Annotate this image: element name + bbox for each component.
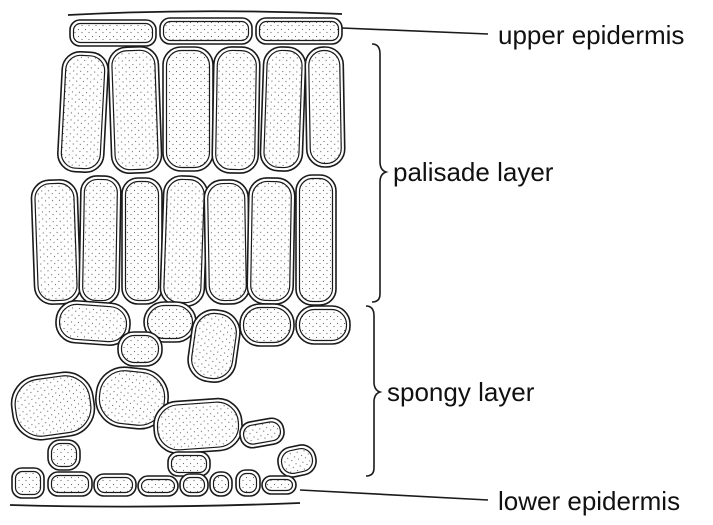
palisade-cell xyxy=(212,47,260,174)
lower-epidermis-cell xyxy=(262,476,296,494)
upper-epidermis-cells xyxy=(70,18,342,46)
spongy-cells xyxy=(8,299,350,479)
spongy-bracket xyxy=(366,306,380,476)
spongy-cell xyxy=(8,369,98,444)
lower-epidermis-cell xyxy=(94,474,136,496)
spongy-cell xyxy=(275,442,318,479)
lower-epidermis-cell xyxy=(138,476,178,496)
palisade-cell xyxy=(108,46,162,174)
upper-epidermis-cell xyxy=(70,20,156,46)
palisade-cell xyxy=(204,180,250,305)
upper-epidermis-leader-line xyxy=(342,28,488,34)
spongy-layer-label: spongy layer xyxy=(387,377,535,407)
spongy-cell xyxy=(238,416,286,449)
lower-epidermis-cells xyxy=(12,468,296,498)
palisade-cell xyxy=(31,179,81,305)
palisade-cell xyxy=(247,178,295,305)
palisade-cell xyxy=(57,51,109,173)
upper-epidermis-cell xyxy=(160,18,252,44)
palisade-cells xyxy=(31,46,345,307)
spongy-cell xyxy=(240,304,294,346)
palisade-cell xyxy=(305,47,345,168)
palisade-layer-label: palisade layer xyxy=(393,157,554,187)
lower-epidermis-cell xyxy=(180,474,208,496)
spongy-cell xyxy=(168,452,210,476)
upper-epidermis-cell xyxy=(256,18,342,44)
lower-epidermis-label: lower epidermis xyxy=(498,486,680,516)
palisade-cell xyxy=(79,176,121,305)
palisade-cell xyxy=(160,175,209,306)
spongy-cell xyxy=(296,306,350,344)
spongy-cell xyxy=(118,332,162,366)
palisade-cell xyxy=(296,175,336,305)
upper-epidermis-label: upper epidermis xyxy=(498,20,684,50)
upper-cuticle-line xyxy=(68,11,342,15)
lower-epidermis-cell xyxy=(236,470,260,496)
lower-epidermis-leader-line xyxy=(300,490,488,500)
lower-epidermis-cell xyxy=(48,472,92,496)
palisade-cell xyxy=(122,178,162,304)
palisade-bracket xyxy=(372,44,386,302)
lower-epidermis-cell xyxy=(12,468,44,498)
lower-cuticle-line xyxy=(10,503,300,507)
lower-epidermis-cell xyxy=(210,472,232,496)
palisade-cell xyxy=(163,47,213,171)
spongy-cell xyxy=(48,440,80,470)
palisade-cell xyxy=(260,46,306,171)
spongy-cell xyxy=(152,397,243,455)
